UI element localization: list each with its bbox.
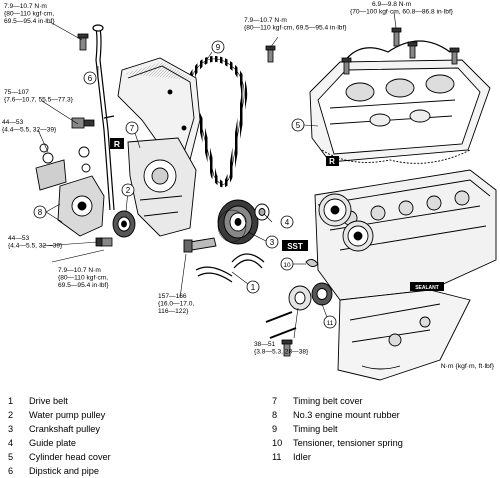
bolts: [71, 27, 460, 357]
legend-text: Idler: [293, 452, 311, 462]
drive-belt: [195, 253, 265, 283]
dipstick-and-pipe: [92, 24, 115, 211]
callout-6: 6: [88, 74, 93, 83]
legend-number: 3: [8, 424, 14, 434]
legend-number: 5: [8, 452, 14, 462]
marker-r-right: R: [326, 156, 339, 166]
legend-text: Drive belt: [29, 396, 68, 406]
legend-text: Crankshaft pulley: [29, 424, 100, 434]
marker-sealant: SEALANT: [410, 282, 444, 291]
unit-note: N·m {kgf·m, ft·lbf}: [441, 363, 495, 370]
tensioner-and-idler: [265, 259, 333, 339]
callout-4: 4: [285, 218, 290, 227]
crankshaft-bolt: [183, 237, 217, 253]
callout-5: 5: [296, 121, 301, 130]
marker-sealant-label: SEALANT: [415, 285, 439, 291]
cylinder-head-cover: [309, 40, 491, 164]
torque-label: 75—107 {7.6—10.7, 55.5—77.3}: [4, 89, 74, 103]
callout-2: 2: [126, 186, 131, 195]
callout-numbers: 1 2 3 4 5 6 7 8 9 10 11: [38, 43, 334, 327]
marker-sst-label: SST: [287, 242, 303, 251]
guide-plate: [254, 203, 270, 221]
torque-label: 44—53 {4.4—5.5, 32—39}: [8, 235, 63, 249]
callout-11: 11: [327, 320, 334, 327]
legend-text: Tensioner, tensioner spring: [293, 438, 403, 448]
legend-number: 11: [272, 452, 282, 462]
cylinder-head-block: [314, 169, 497, 381]
legend-number: 9: [272, 424, 278, 434]
legend-number: 1: [8, 396, 14, 406]
callout-3: 3: [270, 238, 275, 247]
callout-circles: [33, 40, 337, 329]
torque-label: 7.9—10.7 N·m {80—110 kgf·cm, 69.5—95.4 i…: [244, 17, 347, 31]
marker-r-left-label: R: [114, 139, 120, 149]
legend-number: 6: [8, 466, 14, 476]
callout-7: 7: [130, 124, 135, 133]
torque-label: 6.9—9.8 N·m {70—100 kgf·cm, 60.8—86.8 in…: [350, 1, 454, 15]
engine-illustration: 1 2 3 4 5 6 7 8 9 10 11 R R SST SEALANT …: [2, 1, 497, 381]
leader-lines: [37, 11, 397, 339]
water-pump-pulley: [112, 210, 136, 238]
legend-text: Cylinder head cover: [29, 452, 111, 462]
legend-number: 2: [8, 410, 14, 420]
marker-r-right-label: R: [329, 157, 335, 166]
marker-r-left: R: [110, 138, 124, 149]
torque-label: 7.9—10.7 N·m {80—110 kgf·cm, 69.5—95.4 i…: [58, 267, 110, 289]
callout-9: 9: [216, 43, 221, 52]
engine-mount-rubber: [35, 143, 105, 237]
lower-timing-belt-cover: [127, 137, 197, 237]
callout-10: 10: [283, 262, 291, 269]
legend-text: No.3 engine mount rubber: [293, 410, 400, 420]
legend-number: 10: [272, 438, 283, 448]
torque-label: 38—51 {3.8—5.3, 28—38}: [254, 341, 309, 355]
legend-text: Timing belt cover: [293, 396, 363, 406]
callout-1: 1: [251, 283, 256, 292]
parts-legend: 1 Drive belt 2 Water pump pulley 3 Crank…: [0, 388, 500, 478]
torque-label: 7.9—10.7 N·m {80—110 kgf·cm, 69.5—95.4 i…: [4, 3, 56, 25]
legend-number: 7: [272, 396, 278, 406]
marker-sst: SST: [282, 240, 308, 251]
torque-label: 157—166 {16.0—17.0, 116—122}: [158, 293, 196, 315]
legend-text: Dipstick and pipe: [29, 466, 99, 476]
legend-text: Water pump pulley: [29, 410, 106, 420]
legend-number: 8: [272, 410, 278, 420]
legend-text: Timing belt: [293, 424, 338, 434]
callout-8: 8: [38, 208, 43, 217]
legend-number: 4: [8, 438, 14, 448]
torque-label: 44—53 {4.4—5.5, 32—39}: [2, 119, 57, 133]
crankshaft-pulley: [217, 199, 259, 245]
torque-labels: 7.9—10.7 N·m {80—110 kgf·cm, 69.5—95.4 i…: [2, 1, 454, 355]
legend-text: Guide plate: [29, 438, 76, 448]
camshaft-pulleys: [318, 193, 374, 252]
